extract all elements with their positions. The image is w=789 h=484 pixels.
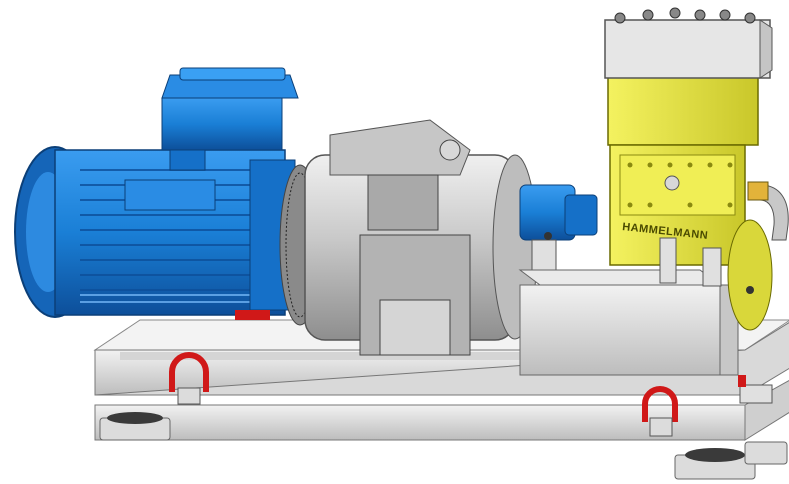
motor-icon: [14, 146, 296, 320]
pump-head-icon: HAMMELMANN: [607, 69, 773, 331]
lifting-shackle-icon: [169, 352, 209, 405]
damper-foot-icon: [99, 412, 171, 441]
damper-foot-icon: [674, 448, 756, 480]
damper-foot-icon: [744, 441, 788, 465]
lifting-shackle-icon: [642, 386, 678, 437]
sensor-housing-icon: [519, 184, 598, 276]
gearbox-icon: [304, 119, 538, 356]
pipe-fitting-icon: [659, 181, 789, 404]
manifold-block-icon: [604, 7, 773, 79]
terminal-box-icon: [161, 67, 299, 171]
